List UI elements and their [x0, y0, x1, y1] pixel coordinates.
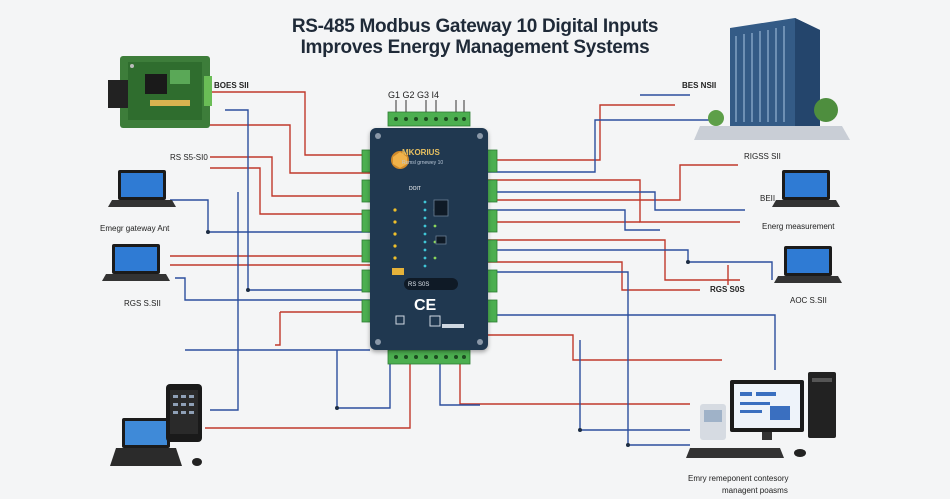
label-left-laptop: Emegr gateway Ant	[100, 224, 170, 233]
wire-blue-10	[488, 209, 660, 231]
laptop-icon-right-2	[774, 246, 842, 283]
diagram-title-line1: RS-485 Modbus Gateway 10 Digital Inputs	[291, 16, 659, 37]
label-right-rs: RIGSS SII	[744, 152, 781, 161]
wire-blue-11	[488, 249, 773, 280]
label-right-bottom-laptop: AOC S.SII	[790, 296, 827, 305]
laptop-icon-right-1	[772, 170, 840, 207]
wire-red-3	[210, 156, 370, 197]
label-right-energy: Energ measurement	[762, 222, 835, 231]
wire-red-15	[488, 261, 700, 291]
wire-blue-2	[170, 199, 370, 233]
wire-blue-7	[488, 119, 720, 173]
controller-board-icon	[108, 56, 212, 128]
wire-blue-13	[488, 314, 776, 370]
diagram-title-line2: Improves Energy Management Systems	[300, 37, 650, 58]
wire-red-11	[488, 179, 740, 223]
wire-red-4	[210, 167, 370, 215]
wire-blue-1	[225, 109, 370, 291]
wire-blue-12	[488, 271, 690, 446]
wire-blue-4	[210, 192, 239, 411]
label-right-rs2: RGS S0S	[710, 285, 745, 294]
wire-red-14	[488, 239, 740, 281]
wire-red-2	[205, 124, 370, 174]
modbus-gateway-device	[370, 128, 488, 350]
wire-blue-15	[579, 340, 690, 431]
label-bottom-right-caption2: managent poasms	[722, 486, 788, 495]
wire-red-9	[205, 360, 411, 429]
wire-red-10	[488, 104, 675, 161]
wire-red-8	[275, 312, 281, 346]
device-subtitle: Rsmsl grnewey 10	[402, 160, 444, 166]
wire-blue-6	[336, 350, 391, 409]
label-right-laptop: BEII	[760, 194, 776, 203]
wire-blue-3	[175, 277, 370, 301]
device-display-label: RS S0S	[408, 282, 430, 288]
laptop-phone-icon-bottom-left	[110, 384, 202, 466]
device-brand: MKORIUS	[402, 148, 440, 157]
label-left-laptop2: RGS S.SII	[124, 299, 161, 308]
wire-blue-14	[439, 360, 480, 406]
terminal-blocks	[361, 111, 498, 365]
wire-red-17	[459, 360, 690, 405]
device-io-label: DOIT	[409, 186, 421, 192]
workstation-icon-bottom-right	[686, 372, 836, 458]
label-rs-left: RS S5-SI0	[170, 153, 208, 162]
label-top-left-board: BOES SII	[214, 81, 249, 90]
wire-red-16	[488, 334, 722, 361]
device-top-terminal-labels: G1 G2 G3 I4	[388, 90, 440, 100]
wire-red-1	[205, 91, 370, 156]
label-bottom-right-caption1: Emry remeponent contesory	[688, 474, 789, 483]
ce-mark: CE	[414, 297, 437, 314]
laptop-icon-left-1	[108, 170, 176, 207]
laptop-icon-left-2	[102, 244, 170, 281]
label-right-top: BES NSII	[682, 81, 717, 90]
wire-red-12	[488, 164, 738, 201]
wire-blue-9	[488, 191, 745, 211]
office-building-icon	[694, 18, 850, 140]
